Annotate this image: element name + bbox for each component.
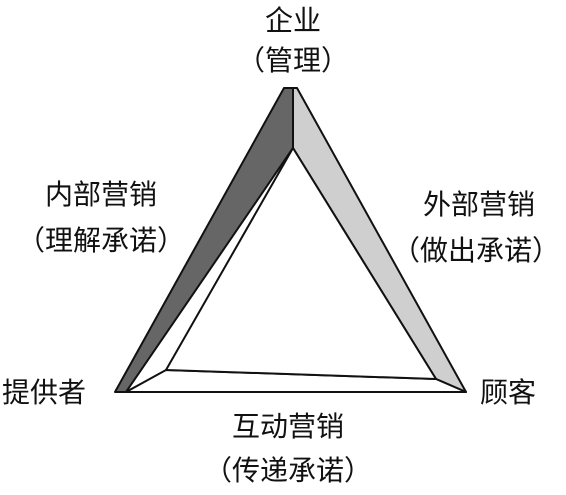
external-marketing-sublabel: （做出承诺） [391, 234, 560, 267]
external-marketing-label: 外部营销 [422, 188, 535, 221]
interactive-marketing-sublabel: （传递承诺） [203, 454, 372, 487]
internal-marketing-sublabel: （理解承诺） [16, 224, 185, 257]
provider-label: 提供者 [2, 376, 87, 409]
internal-marketing-label: 内部营销 [44, 178, 157, 211]
customer-label: 顾客 [480, 376, 537, 409]
interactive-marketing-label: 互动营销 [231, 410, 344, 443]
company-sublabel: （管理） [236, 44, 349, 77]
inner-triangle [165, 147, 437, 380]
internal-marketing-side [114, 87, 294, 393]
company-label: 企业 [264, 4, 321, 37]
